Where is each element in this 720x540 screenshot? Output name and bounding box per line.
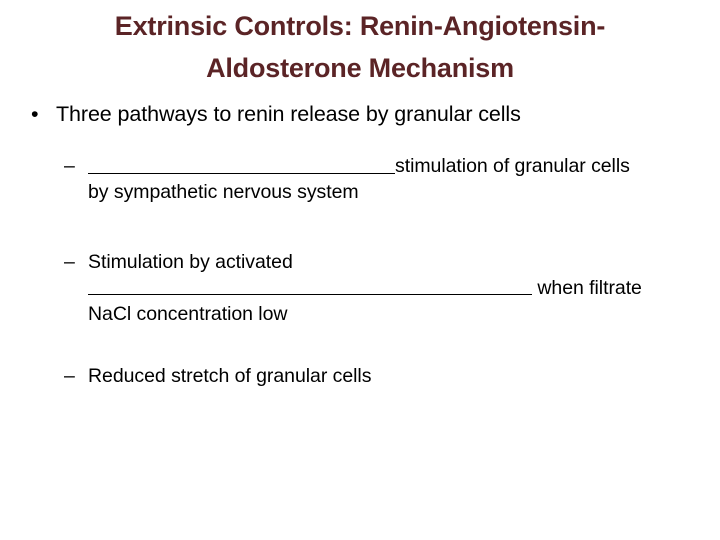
- dash-marker-icon: –: [64, 364, 75, 387]
- page-title-line-1: Extrinsic Controls: Renin-Angiotensin-: [114, 11, 606, 41]
- slide-body: • Three pathways to renin release by gra…: [0, 100, 720, 390]
- spacer-2: [0, 328, 720, 364]
- spacer-1: [0, 206, 720, 250]
- page-title: Extrinsic Controls: Renin-Angiotensin- A…: [36, 6, 684, 90]
- sub-bullet-1-line-1: stimulation of granular cells: [88, 154, 720, 180]
- fill-in-blank-2: [88, 276, 532, 296]
- sub-bullet-3: – Reduced stretch of granular cells: [0, 364, 720, 390]
- sub-bullet-2-line-1: Stimulation by activated: [88, 251, 293, 274]
- dash-marker-icon: –: [64, 251, 75, 274]
- bullet-level1-text: Three pathways to renin release by granu…: [56, 102, 521, 126]
- sub-bullet-1-line-2: by sympathetic nervous system: [88, 181, 359, 204]
- fill-in-blank-1: [88, 155, 395, 174]
- bullet-level1: • Three pathways to renin release by gra…: [0, 100, 720, 128]
- bullet-marker-icon: •: [31, 102, 39, 126]
- sub-bullet-2-text-a: when filtrate: [532, 277, 642, 300]
- sub-bullet-2: – Stimulation by activated when filtrate…: [0, 250, 720, 328]
- sub-bullet-1: – stimulation of granular cells by sympa…: [0, 154, 720, 206]
- dash-marker-icon: –: [64, 155, 75, 178]
- sub-bullet-2-line-2: when filtrate: [88, 276, 720, 302]
- page-title-line-2: Aldosterone Mechanism: [206, 52, 514, 83]
- sub-bullet-1-text-a: stimulation of granular cells: [395, 155, 630, 178]
- sub-bullet-3-line-1: Reduced stretch of granular cells: [88, 364, 372, 387]
- sub-bullet-2-line-3: NaCl concentration low: [88, 303, 288, 326]
